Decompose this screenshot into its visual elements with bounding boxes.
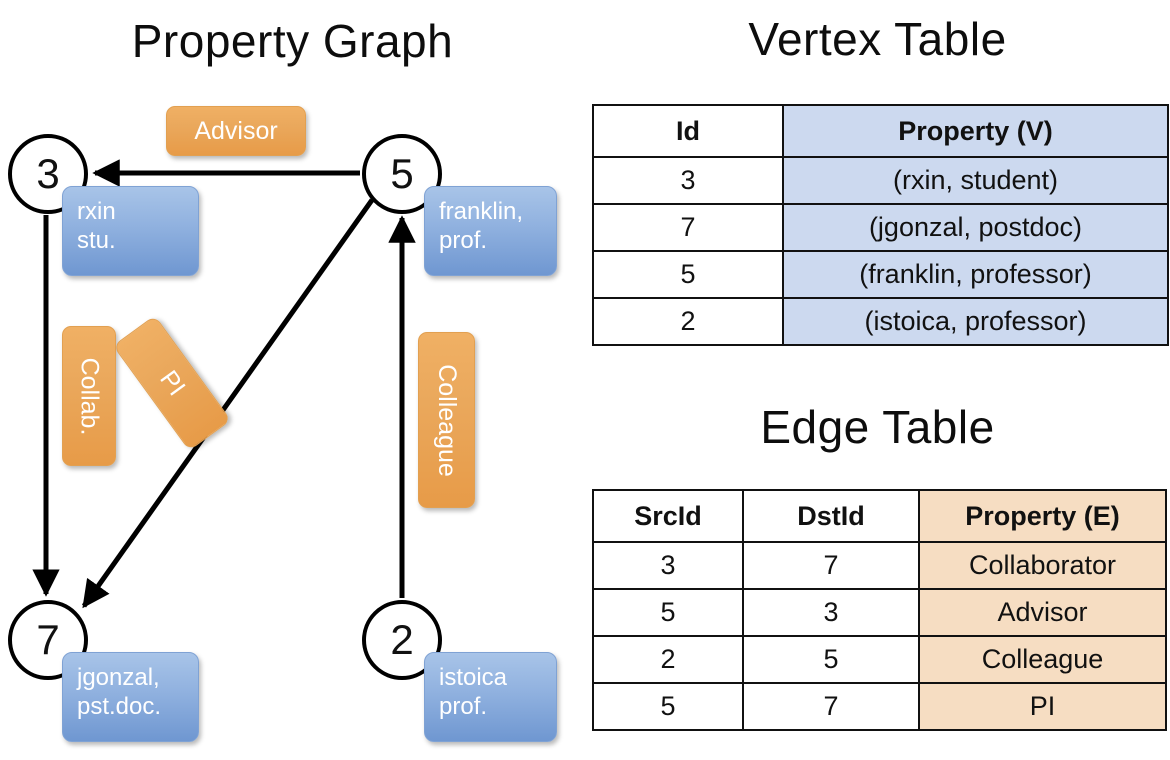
graph-node-5-label: 5 <box>390 150 414 197</box>
table-row: 5 (franklin, professor) <box>592 250 1169 299</box>
vertex-property-box-3-line1: rxin <box>77 198 116 225</box>
edge-table-cell-property: Collaborator <box>918 541 1167 590</box>
graph-edges-svg <box>32 159 416 609</box>
vertex-property-box-7-line1: jgonzal, <box>77 664 160 691</box>
vertex-table-cell-property: (istoica, professor) <box>782 297 1169 346</box>
table-row: 7 (jgonzal, postdoc) <box>592 203 1169 252</box>
vertex-property-box-5: franklin, prof. <box>424 186 557 276</box>
edge-label-badge-collab-text: Collab. <box>75 357 104 435</box>
graph-node-2-label: 2 <box>390 616 414 663</box>
vertex-property-box-3: rxin stu. <box>62 186 199 276</box>
vertex-table-cell-id: 7 <box>592 203 784 252</box>
vertex-table-cell-id: 2 <box>592 297 784 346</box>
edge-table-cell-dst: 7 <box>742 682 920 731</box>
table-row: 5 3 Advisor <box>592 588 1167 637</box>
edge-table-header-row: SrcId DstId Property (E) <box>592 489 1167 543</box>
edge-label-badge-colleague: Colleague <box>418 332 475 508</box>
edge-table-cell-src: 5 <box>592 588 744 637</box>
vertex-table-header-row: Id Property (V) <box>592 104 1169 158</box>
vertex-property-box-2: istoica prof. <box>424 652 557 742</box>
table-row: 3 7 Collaborator <box>592 541 1167 590</box>
edge-table-header-dstid: DstId <box>742 489 920 543</box>
edge-table-cell-dst: 5 <box>742 635 920 684</box>
edge-table-cell-property: Advisor <box>918 588 1167 637</box>
edge-table-cell-src: 5 <box>592 682 744 731</box>
edge-table-cell-property: PI <box>918 682 1167 731</box>
table-row: 2 5 Colleague <box>592 635 1167 684</box>
edge-label-badge-advisor: Advisor <box>166 106 306 156</box>
vertex-table-header-property: Property (V) <box>782 104 1169 158</box>
vertex-property-box-5-line1: franklin, <box>439 198 524 225</box>
graph-node-7-label: 7 <box>36 616 60 663</box>
edge-table-cell-property: Colleague <box>918 635 1167 684</box>
edge-table-cell-dst: 7 <box>742 541 920 590</box>
graph-node-3-label: 3 <box>36 150 60 197</box>
vertex-property-box-2-line1: istoica <box>439 664 508 691</box>
vertex-table-cell-property: (franklin, professor) <box>782 250 1169 299</box>
edge-table-header-srcid: SrcId <box>592 489 744 543</box>
edge-label-badge-advisor-text: Advisor <box>194 116 278 145</box>
edge-label-badge-collab: Collab. <box>62 326 116 466</box>
vertex-property-box-7-line2: pst.doc. <box>77 693 162 721</box>
edge-table-cell-dst: 3 <box>742 588 920 637</box>
table-row: 3 (rxin, student) <box>592 156 1169 205</box>
vertex-table-cell-property: (jgonzal, postdoc) <box>782 203 1169 252</box>
property-graph-diagram: 3 5 7 2 rxin stu. franklin, prof. jgonza… <box>8 106 557 742</box>
vertex-property-box-7: jgonzal, pst.doc. <box>62 652 199 742</box>
page-title-edge-table: Edge Table <box>760 401 995 453</box>
vertex-table-header-id: Id <box>592 104 784 158</box>
vertex-table-cell-id: 5 <box>592 250 784 299</box>
vertex-property-box-5-line2: prof. <box>439 227 488 255</box>
vertex-property-box-3-line2: stu. <box>77 227 116 255</box>
graph-node-2[interactable]: 2 <box>362 600 442 680</box>
vertex-table: Id Property (V) 3 (rxin, student) 7 (jgo… <box>592 104 1169 346</box>
edge-5-to-7-pi <box>81 198 375 609</box>
edge-table-cell-src: 3 <box>592 541 744 590</box>
edge-table: SrcId DstId Property (E) 3 7 Collaborato… <box>592 489 1167 731</box>
edge-table-cell-src: 2 <box>592 635 744 684</box>
table-row: 5 7 PI <box>592 682 1167 731</box>
vertex-table-cell-property: (rxin, student) <box>782 156 1169 205</box>
page-title-property-graph: Property Graph <box>131 15 454 67</box>
vertex-table-cell-id: 3 <box>592 156 784 205</box>
graph-node-5[interactable]: 5 <box>362 134 442 214</box>
page-title-vertex-table: Vertex Table <box>748 13 1007 65</box>
edge-label-badge-pi-text: PI <box>154 364 191 401</box>
edge-label-badge-colleague-text: Colleague <box>433 363 461 477</box>
table-row: 2 (istoica, professor) <box>592 297 1169 346</box>
vertex-property-box-2-line2: prof. <box>439 693 488 721</box>
edge-table-header-property: Property (E) <box>918 489 1167 543</box>
